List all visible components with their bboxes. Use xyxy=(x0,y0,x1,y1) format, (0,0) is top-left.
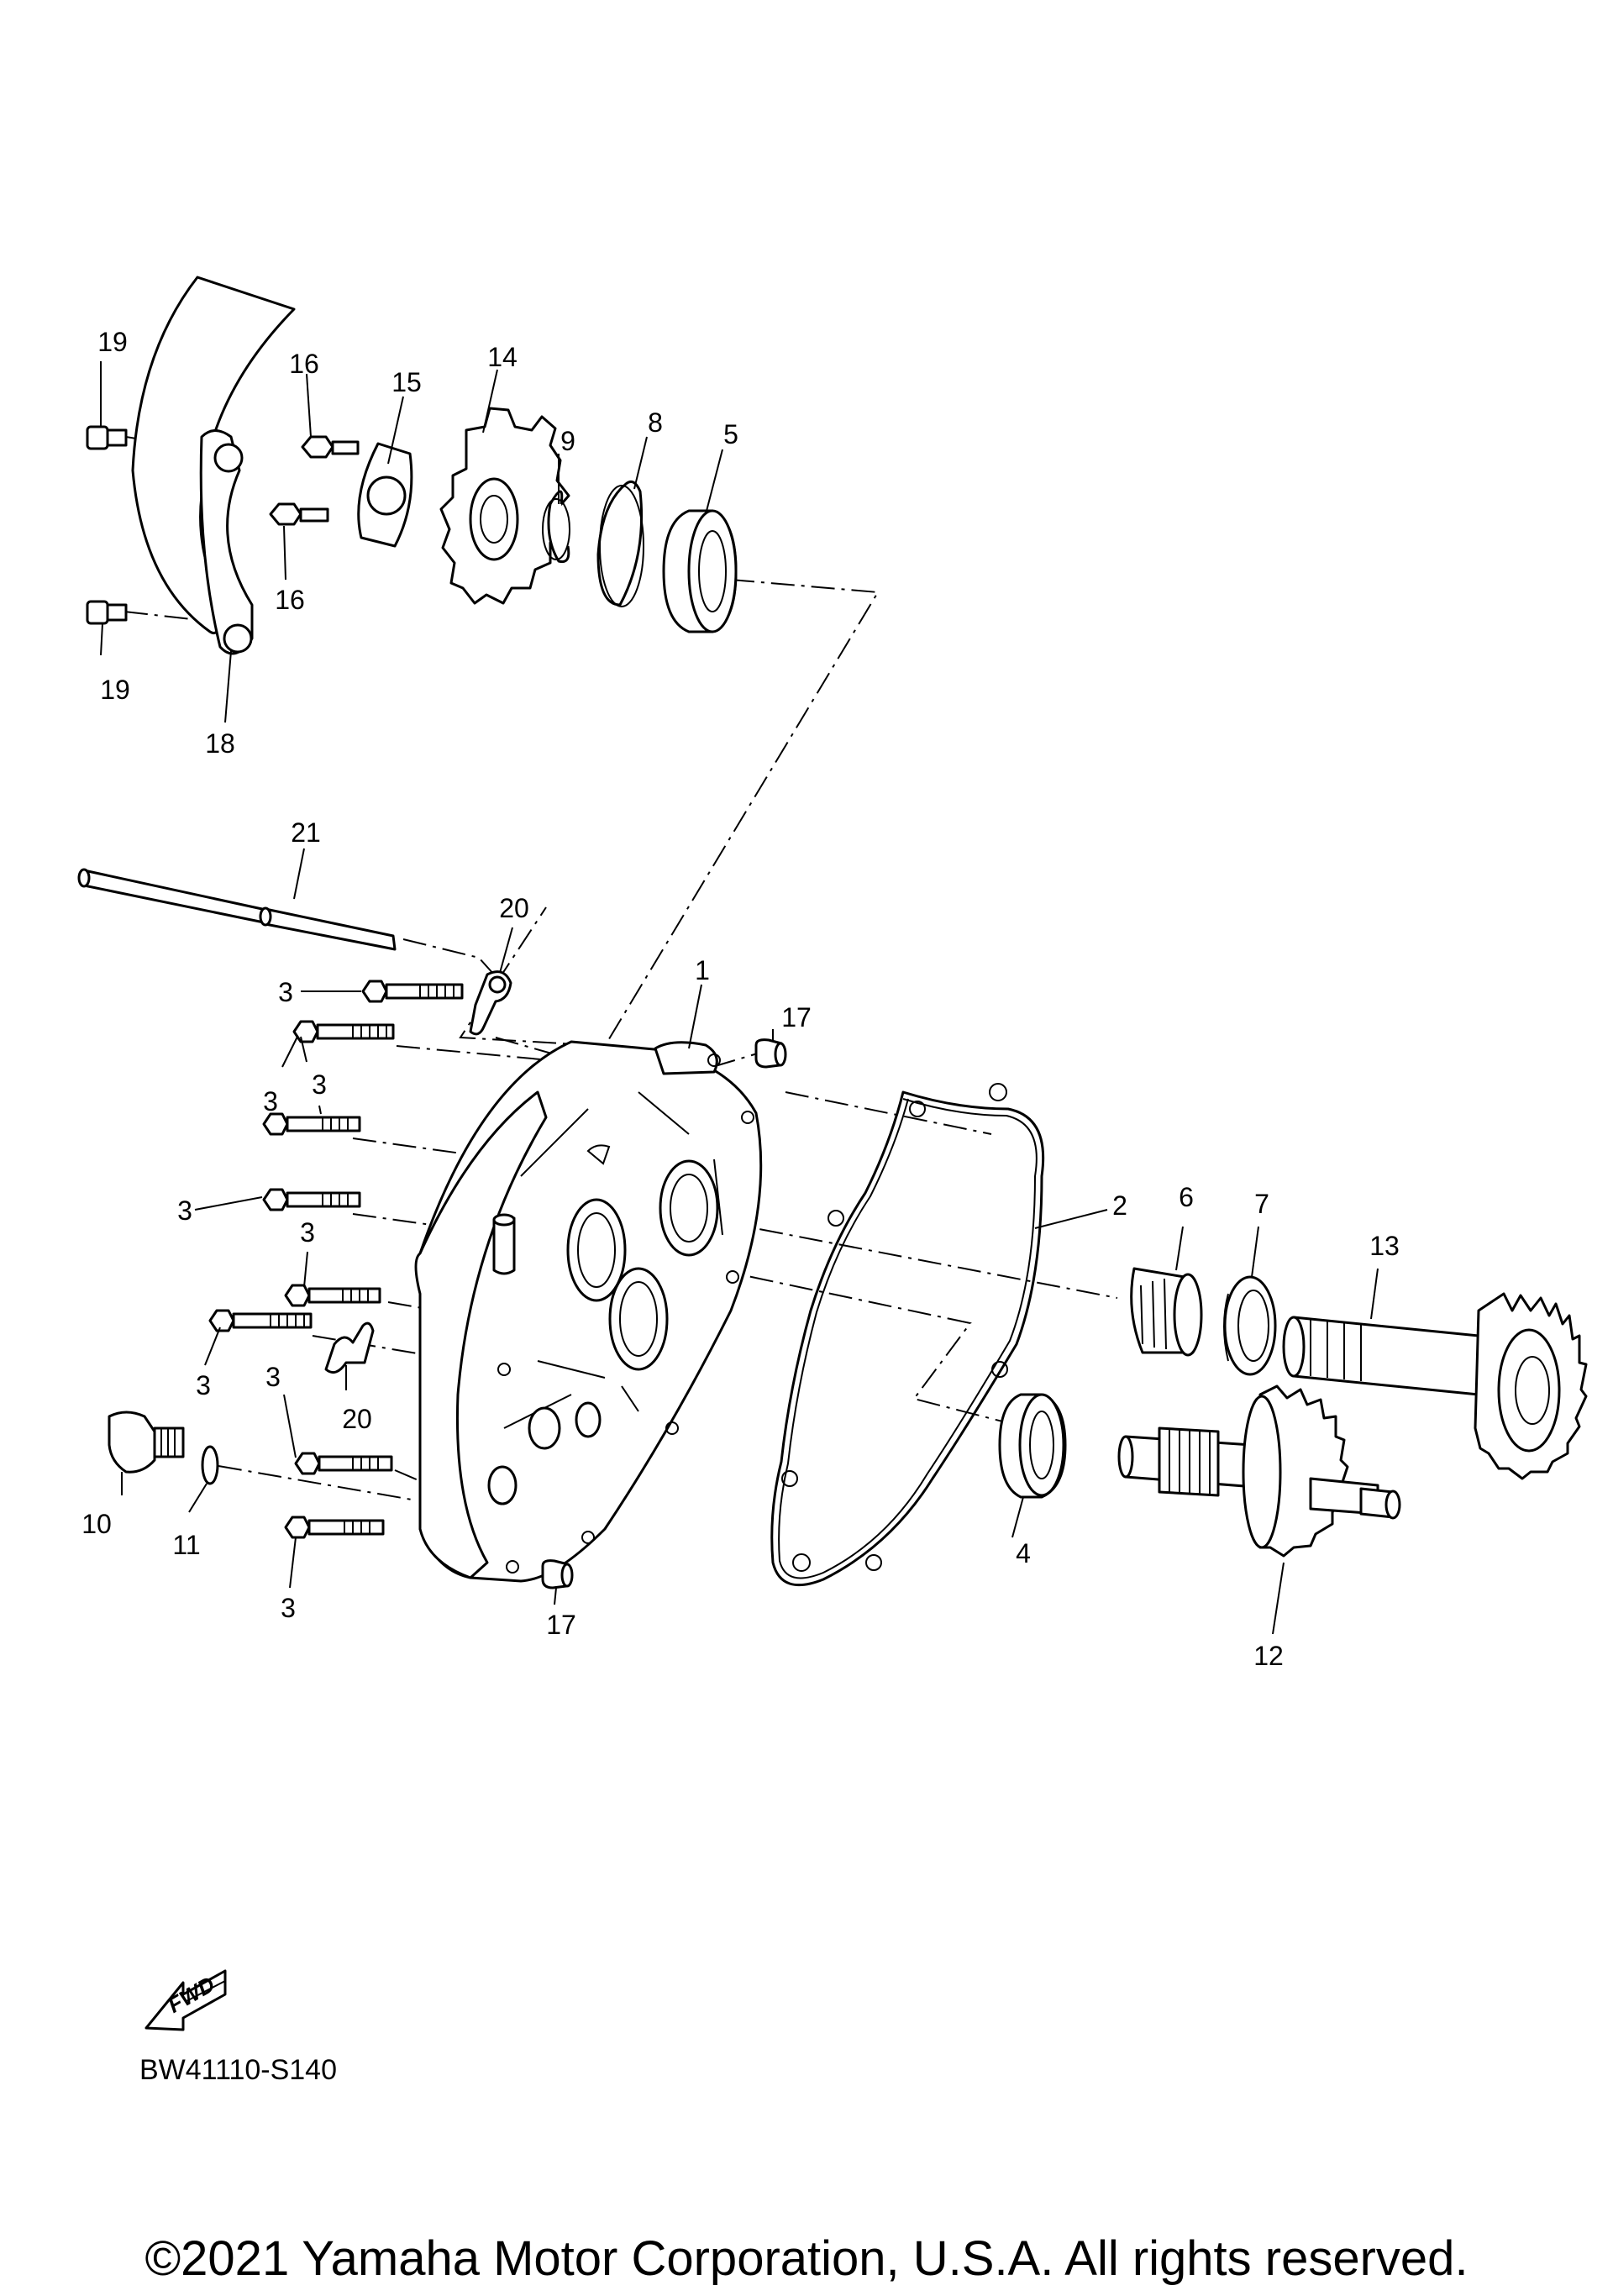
breather-hose xyxy=(77,868,397,951)
needle-bearing xyxy=(1130,1267,1203,1357)
callout-16-upper: 16 xyxy=(289,349,319,379)
oil-seal xyxy=(1223,1275,1277,1376)
bolt-3-f xyxy=(208,1309,313,1332)
sprocket-cover xyxy=(131,276,296,655)
dowel-pin-lower xyxy=(541,1559,574,1589)
callout-3-b: 3 xyxy=(263,1086,278,1116)
callout-3-c: 3 xyxy=(312,1069,327,1100)
gasket-2 xyxy=(770,1083,1045,1587)
bolt-19-lower xyxy=(86,600,128,625)
callout-15: 15 xyxy=(391,367,422,397)
drawing-code: BW41110-S140 xyxy=(139,2054,337,2086)
callout-4: 4 xyxy=(1016,1538,1031,1568)
plug xyxy=(108,1411,185,1474)
assembly-line-bearing-6 xyxy=(680,1213,1118,1299)
callout-3-d: 3 xyxy=(177,1195,192,1226)
bolt-3-e xyxy=(284,1284,381,1307)
gear-shaft xyxy=(1117,1384,1401,1558)
drive-sprocket xyxy=(439,407,570,605)
callout-3-g: 3 xyxy=(265,1362,281,1392)
callout-3-a: 3 xyxy=(278,977,293,1007)
bearing-4 xyxy=(998,1393,1067,1499)
bolt-3-d xyxy=(262,1188,361,1211)
assembly-line-clamp xyxy=(495,1037,555,1055)
callout-17-lower: 17 xyxy=(546,1610,576,1640)
callout-21: 21 xyxy=(291,817,321,848)
circlip-8 xyxy=(596,481,644,607)
callout-8: 8 xyxy=(648,407,663,438)
assembly-line-bearing-5 xyxy=(459,579,880,1048)
callout-10: 10 xyxy=(81,1509,112,1539)
bearing-5 xyxy=(662,509,738,633)
leader-lines xyxy=(100,361,1379,1635)
lock-washer xyxy=(357,442,413,548)
callout-9: 9 xyxy=(560,426,575,456)
clamp-upper xyxy=(469,970,512,1036)
crankcase-cover xyxy=(414,1040,763,1583)
callout-19-upper: 19 xyxy=(97,327,128,357)
callout-5: 5 xyxy=(723,419,738,449)
bolt-3-c xyxy=(262,1112,361,1136)
callout-20-upper: 20 xyxy=(499,893,529,923)
assembly-line-hose xyxy=(402,938,495,975)
bolt-3-a xyxy=(361,980,464,1003)
bolt-3-g xyxy=(294,1452,393,1475)
fwd-arrow-icon: FWD xyxy=(144,1969,227,2031)
callout-11: 11 xyxy=(172,1530,200,1560)
bolt-3-h xyxy=(284,1516,385,1539)
gasket-11 xyxy=(201,1445,219,1485)
bolt-19-upper xyxy=(86,425,128,450)
callout-3-e: 3 xyxy=(300,1217,315,1248)
assembly-line-bearing-4 xyxy=(591,1243,1013,1425)
callout-17-upper: 17 xyxy=(781,1002,812,1032)
callout-13: 13 xyxy=(1369,1231,1400,1261)
callout-3-h: 3 xyxy=(281,1593,296,1623)
assembly-line-cover-bolts xyxy=(218,1045,623,1500)
bolt-16-lower xyxy=(269,502,329,526)
drive-axle-gear xyxy=(1282,1292,1588,1480)
circlip-9 xyxy=(542,490,570,564)
callout-7: 7 xyxy=(1254,1189,1269,1219)
callout-18: 18 xyxy=(205,728,235,759)
callout-12: 12 xyxy=(1253,1641,1284,1671)
dowel-pin-upper xyxy=(754,1038,787,1069)
bolt-3-b xyxy=(292,1020,395,1043)
callout-labels: 1 2 3 3 3 3 3 3 3 3 4 5 6 7 8 9 10 11 12… xyxy=(81,327,1400,1671)
clamp-lower xyxy=(324,1321,375,1374)
callout-3-f: 3 xyxy=(196,1370,211,1400)
copyright-notice: ©2021 Yamaha Motor Corporation, U.S.A. A… xyxy=(144,2231,1469,2286)
callout-6: 6 xyxy=(1179,1182,1194,1212)
callout-20-lower: 20 xyxy=(342,1404,372,1434)
callout-16-lower: 16 xyxy=(275,585,305,615)
callout-19-lower: 19 xyxy=(100,675,130,705)
callout-2: 2 xyxy=(1112,1190,1127,1221)
bolt-16-upper xyxy=(301,435,360,459)
callout-1: 1 xyxy=(695,955,710,985)
callout-14: 14 xyxy=(487,342,518,372)
